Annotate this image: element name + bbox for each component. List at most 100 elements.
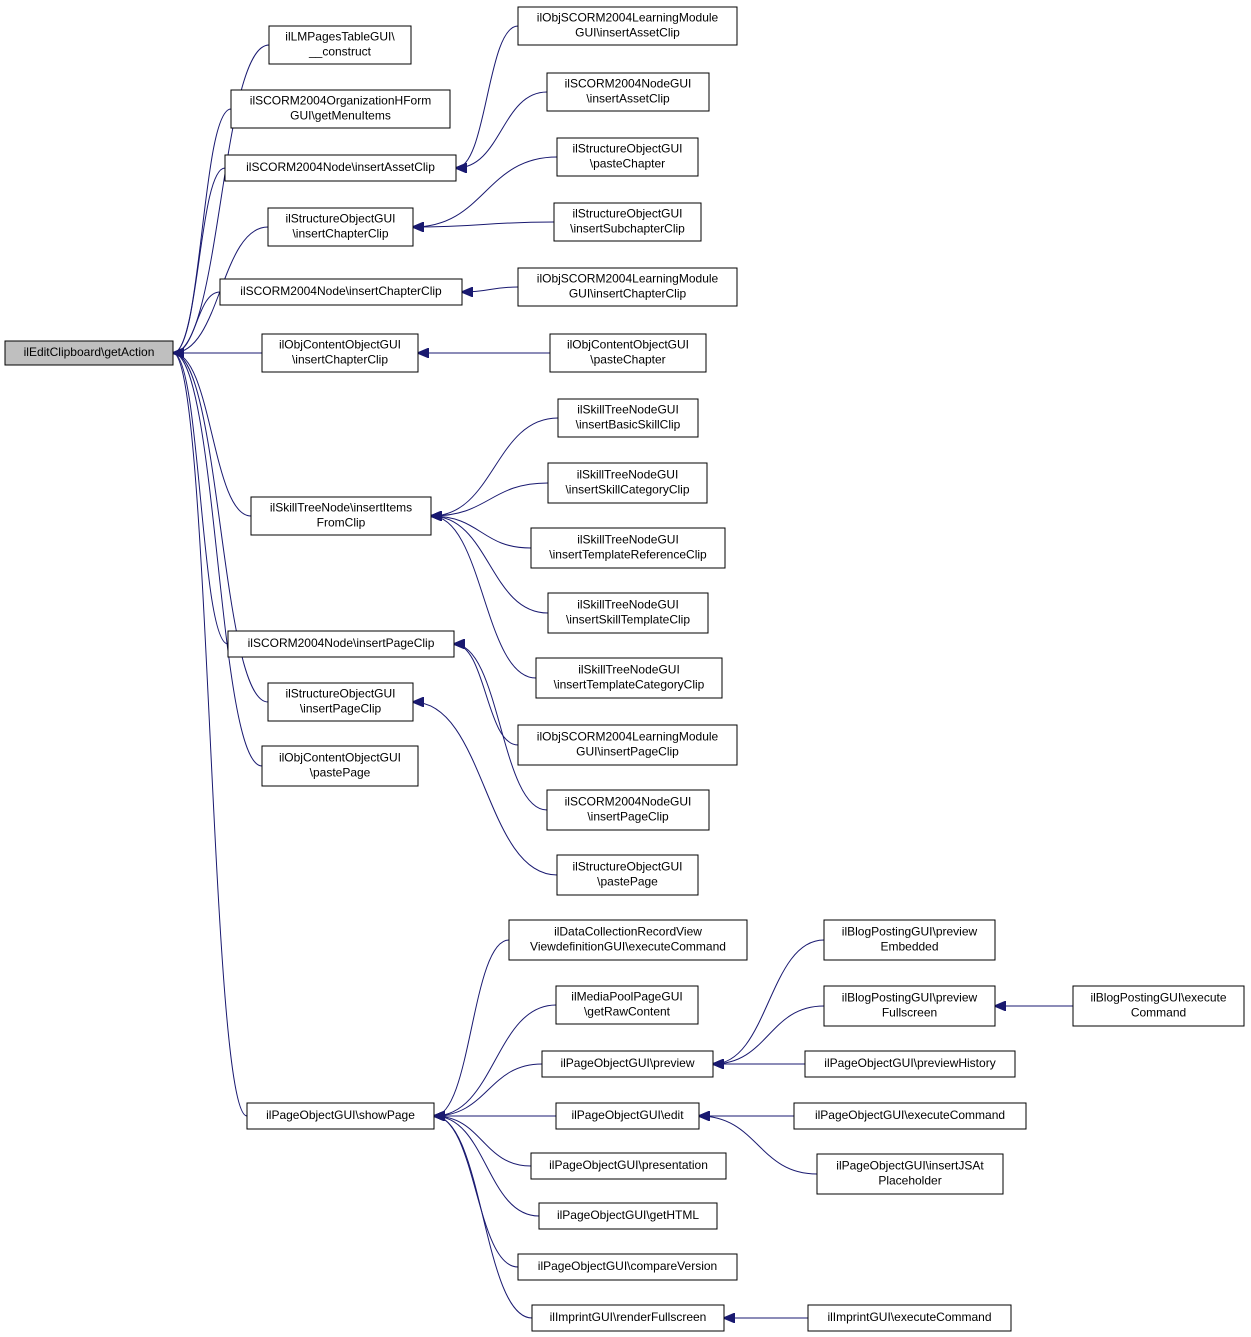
edge-struct_page-to-root bbox=[173, 353, 269, 703]
node-lm_page[interactable]: ilObjSCORM2004LearningModuleGUI\insertPa… bbox=[517, 724, 738, 766]
node-struct_page[interactable]: ilStructureObjectGUI\insertPageClip bbox=[267, 682, 414, 722]
node-po_presentation[interactable]: ilPageObjectGUI\presentation bbox=[530, 1152, 727, 1180]
node-label: \insertChapterClip bbox=[292, 353, 388, 367]
edge-po_preview-to-showpage bbox=[434, 1063, 543, 1116]
edge-layer bbox=[173, 25, 1073, 1319]
node-po_gethtml[interactable]: ilPageObjectGUI\getHTML bbox=[538, 1202, 718, 1230]
node-box bbox=[556, 137, 699, 177]
node-label: ilImprintGUI\renderFullscreen bbox=[550, 1310, 707, 1324]
node-lm_pages_table[interactable]: ilLMPagesTableGUI\__construct bbox=[268, 25, 412, 65]
node-scorm_node_chapter[interactable]: ilSCORM2004Node\insertChapterClip bbox=[219, 278, 463, 306]
node-box bbox=[219, 278, 463, 306]
node-box bbox=[261, 333, 419, 373]
node-po_compare[interactable]: ilPageObjectGUI\compareVersion bbox=[517, 1253, 738, 1281]
node-label: ilSkillTreeNodeGUI bbox=[578, 663, 680, 677]
edge-mediapool-to-showpage bbox=[434, 1004, 557, 1116]
node-imprint_render[interactable]: ilImprintGUI\renderFullscreen bbox=[531, 1304, 725, 1332]
node-box bbox=[530, 527, 726, 569]
node-label: \insertAssetClip bbox=[586, 92, 670, 106]
node-po_edit[interactable]: ilPageObjectGUI\edit bbox=[555, 1102, 700, 1130]
node-box bbox=[261, 745, 419, 787]
node-skill_category[interactable]: ilSkillTreeNodeGUI\insertSkillCategoryCl… bbox=[547, 462, 708, 504]
node-content_pastechapter[interactable]: ilObjContentObjectGUI\pasteChapter bbox=[549, 333, 707, 373]
edge-blog_fullscreen-to-po_preview bbox=[713, 1005, 825, 1064]
node-label: GUI\insertPageClip bbox=[576, 745, 679, 759]
node-showpage[interactable]: ilPageObjectGUI\showPage bbox=[246, 1102, 435, 1130]
node-root[interactable]: ilEditClipboard\getAction bbox=[4, 340, 174, 366]
node-label: ilSkillTreeNodeGUI bbox=[577, 403, 679, 417]
edge-struct_subchapter-to-struct_chapter bbox=[413, 221, 555, 227]
node-box bbox=[224, 154, 457, 182]
node-mediapool[interactable]: ilMediaPoolPageGUI\getRawContent bbox=[555, 985, 699, 1025]
edge-struct_pastepage-to-struct_page bbox=[413, 702, 558, 876]
node-scorm_org_hform[interactable]: ilSCORM2004OrganizationHFormGUI\getMenuI… bbox=[230, 89, 451, 129]
node-label: ilObjSCORM2004LearningModule bbox=[537, 11, 719, 25]
node-po_previewhistory[interactable]: ilPageObjectGUI\previewHistory bbox=[804, 1050, 1016, 1078]
node-label: \pastePage bbox=[310, 766, 371, 780]
node-label: ilSkillTreeNodeGUI bbox=[577, 468, 679, 482]
node-label: __construct bbox=[308, 45, 372, 59]
edge-scorm_node_asset-to-root bbox=[173, 167, 226, 353]
node-label: Command bbox=[1131, 1006, 1186, 1020]
edge-po_presentation-to-showpage bbox=[434, 1116, 532, 1167]
node-datacoll[interactable]: ilDataCollectionRecordViewViewdefinition… bbox=[508, 919, 748, 961]
edge-po_compare-to-showpage bbox=[434, 1116, 519, 1268]
node-label: \insertSkillCategoryClip bbox=[565, 483, 689, 497]
node-struct_chapter[interactable]: ilStructureObjectGUI\insertChapterClip bbox=[267, 207, 414, 247]
node-box bbox=[517, 1253, 738, 1281]
node-imprint_exec[interactable]: ilImprintGUI\executeCommand bbox=[807, 1304, 1012, 1332]
edge-nodegui_asset-to-scorm_node_asset bbox=[456, 91, 548, 168]
node-po_preview[interactable]: ilPageObjectGUI\preview bbox=[541, 1050, 714, 1078]
node-skill_templcat[interactable]: ilSkillTreeNodeGUI\insertTemplateCategor… bbox=[535, 657, 723, 699]
node-lm_asset[interactable]: ilObjSCORM2004LearningModuleGUI\insertAs… bbox=[517, 6, 738, 46]
edge-lm_chapter-to-scorm_node_chapter bbox=[462, 286, 519, 292]
node-label: \insertSubchapterClip bbox=[570, 222, 685, 236]
node-scorm_node_page[interactable]: ilSCORM2004Node\insertPageClip bbox=[227, 630, 455, 658]
node-label: ilStructureObjectGUI bbox=[572, 142, 682, 156]
node-label: ilPageObjectGUI\executeCommand bbox=[815, 1108, 1005, 1122]
node-box bbox=[1072, 985, 1245, 1027]
node-label: ilBlogPostingGUI\preview bbox=[842, 925, 978, 939]
node-scorm_node_asset[interactable]: ilSCORM2004Node\insertAssetClip bbox=[224, 154, 457, 182]
node-content_pastepage[interactable]: ilObjContentObjectGUI\pastePage bbox=[261, 745, 419, 787]
node-nodegui_page[interactable]: ilSCORM2004NodeGUI\insertPageClip bbox=[546, 789, 710, 831]
node-box bbox=[267, 682, 414, 722]
node-label: \insertChapterClip bbox=[292, 227, 388, 241]
node-content_chapter[interactable]: ilObjContentObjectGUI\insertChapterClip bbox=[261, 333, 419, 373]
node-box bbox=[549, 333, 707, 373]
node-label: ilSCORM2004NodeGUI bbox=[565, 795, 692, 809]
node-label: ilPageObjectGUI\showPage bbox=[266, 1108, 415, 1122]
node-nodegui_asset[interactable]: ilSCORM2004NodeGUI\insertAssetClip bbox=[546, 72, 710, 112]
node-box bbox=[517, 267, 738, 307]
node-struct_subchapter[interactable]: ilStructureObjectGUI\insertSubchapterCli… bbox=[553, 202, 702, 242]
node-label: ilBlogPostingGUI\preview bbox=[842, 991, 978, 1005]
node-box bbox=[267, 207, 414, 247]
node-lm_chapter[interactable]: ilObjSCORM2004LearningModuleGUI\insertCh… bbox=[517, 267, 738, 307]
edge-skill_templref-to-skill_items bbox=[431, 516, 532, 549]
node-box bbox=[227, 630, 455, 658]
edge-datacoll-to-showpage bbox=[434, 939, 510, 1116]
node-box bbox=[807, 1304, 1012, 1332]
node-label: ilPageObjectGUI\previewHistory bbox=[824, 1056, 995, 1070]
node-struct_pastechapter[interactable]: ilStructureObjectGUI\pasteChapter bbox=[556, 137, 699, 177]
node-label: \pasteChapter bbox=[590, 157, 665, 171]
node-label: ilSCORM2004OrganizationHForm bbox=[250, 94, 431, 108]
node-blog_exec[interactable]: ilBlogPostingGUI\executeCommand bbox=[1072, 985, 1245, 1027]
node-struct_pastepage[interactable]: ilStructureObjectGUI\pastePage bbox=[556, 854, 699, 896]
node-po_execcmd[interactable]: ilPageObjectGUI\executeCommand bbox=[793, 1102, 1027, 1130]
edge-imprint_render-to-showpage bbox=[434, 1116, 533, 1319]
node-label: \pastePage bbox=[597, 875, 658, 889]
node-box bbox=[804, 1050, 1016, 1078]
node-label: GUI\insertChapterClip bbox=[569, 287, 687, 301]
node-label: \pasteChapter bbox=[590, 353, 665, 367]
node-skill_basic[interactable]: ilSkillTreeNodeGUI\insertBasicSkillClip bbox=[557, 398, 699, 438]
edge-skill_templcat-to-skill_items bbox=[431, 516, 537, 679]
node-box bbox=[547, 462, 708, 504]
node-layer: ilEditClipboard\getAction ilLMPagesTableG… bbox=[4, 6, 1245, 1332]
node-skill_templref[interactable]: ilSkillTreeNodeGUI\insertTemplateReferen… bbox=[530, 527, 726, 569]
node-skill_template[interactable]: ilSkillTreeNodeGUI\insertSkillTemplateCl… bbox=[547, 592, 709, 634]
